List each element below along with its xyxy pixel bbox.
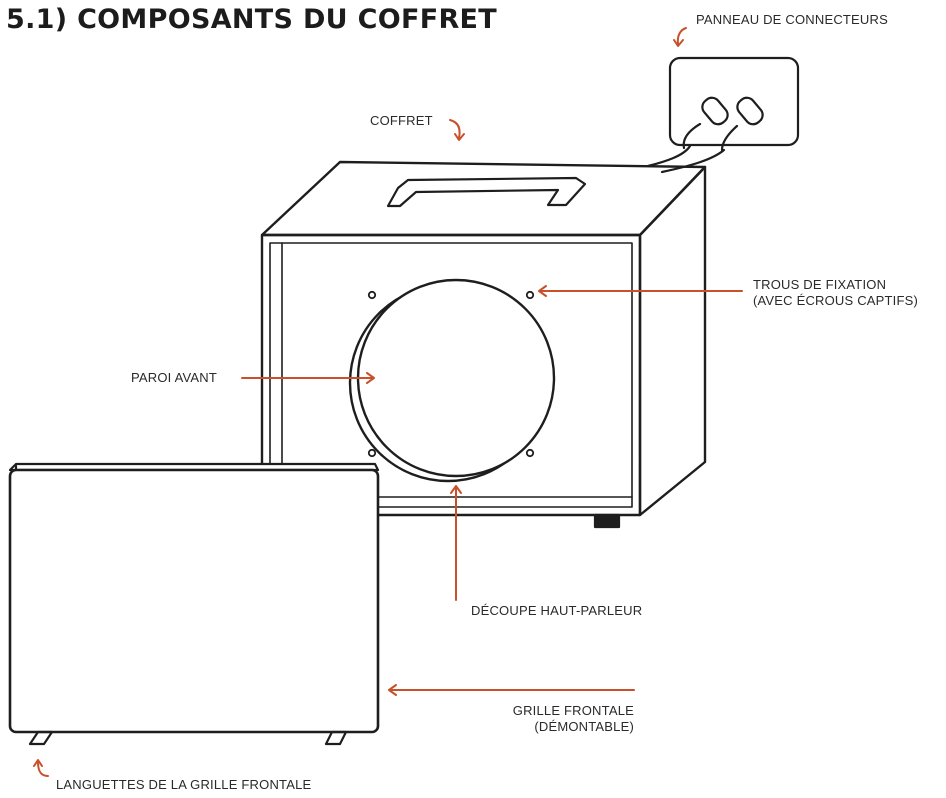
connector-panel bbox=[668, 56, 800, 152]
label-mounting-holes-line2: (AVEC ÉCROUS CAPTIFS) bbox=[753, 293, 919, 308]
label-front-grille-line2: (DÉMONTABLE) bbox=[534, 719, 634, 734]
front-grille bbox=[8, 462, 380, 746]
label-front-grille-line1: GRILLE FRONTALE bbox=[512, 703, 634, 718]
label-front-wall: PAROI AVANT bbox=[131, 370, 217, 385]
connector-cable bbox=[646, 144, 692, 168]
cabinet-box bbox=[260, 160, 707, 529]
mounting-holes bbox=[367, 290, 535, 458]
label-mounting-holes-line1: TROUS DE FIXATION bbox=[753, 277, 887, 292]
speaker-cutout bbox=[348, 278, 556, 483]
label-mounting-holes: TROUS DE FIXATION (AVEC ÉCROUS CAPTIFS) bbox=[753, 277, 918, 309]
label-connector-panel: PANNEAU DE CONNECTEURS bbox=[696, 12, 888, 27]
label-speaker-cutout: DÉCOUPE HAUT-PARLEUR bbox=[471, 603, 643, 618]
label-front-grille: GRILLE FRONTALE (DÉMONTABLE) bbox=[500, 703, 634, 735]
label-grille-tabs: LANGUETTES DE LA GRILLE FRONTALE bbox=[56, 777, 312, 792]
page-title: 5.1) COMPOSANTS DU COFFRET bbox=[6, 4, 497, 35]
label-cabinet: COFFRET bbox=[370, 113, 433, 128]
